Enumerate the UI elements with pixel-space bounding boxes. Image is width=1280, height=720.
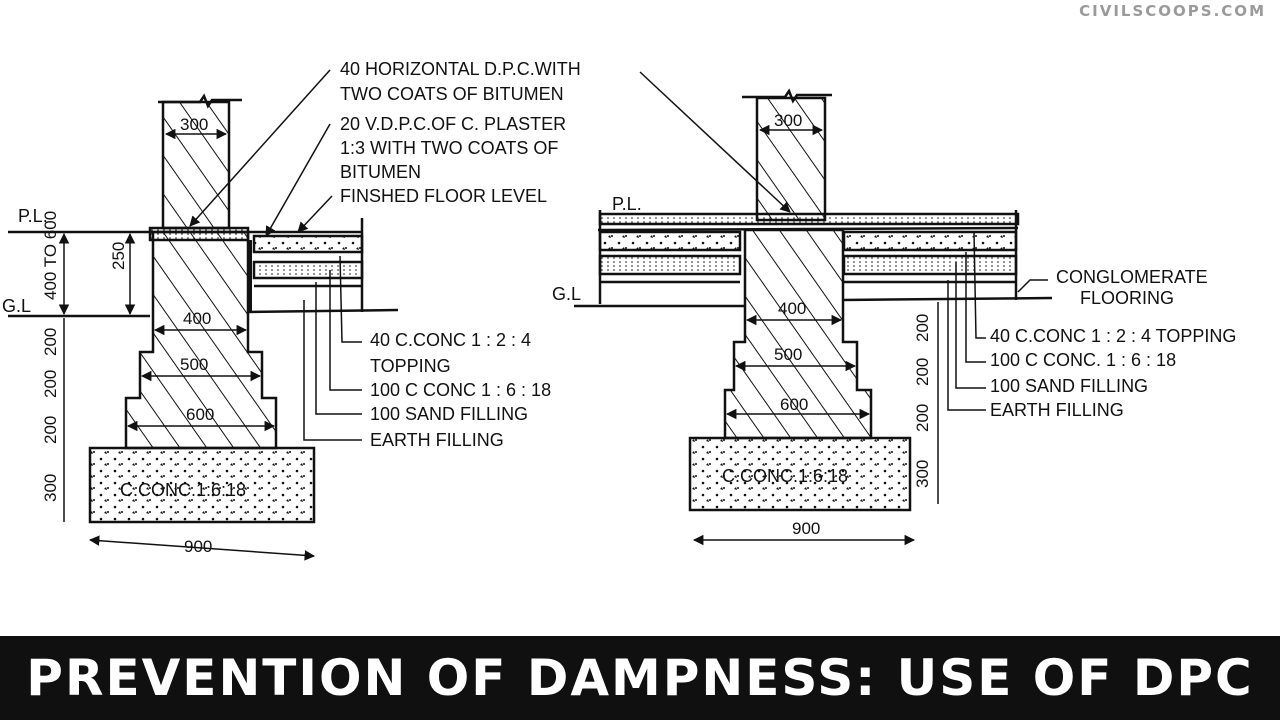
banner-title: PREVENTION OF DAMPNESS: USE OF DPC	[26, 649, 1254, 707]
right-base	[688, 436, 912, 512]
right-dim-900: 900	[792, 519, 820, 538]
left-base-label: C.CONC.1:6:18	[120, 480, 246, 500]
right-dim-200-c: 200	[913, 404, 932, 432]
left-label-conc: 100 C CONC 1 : 6 : 18	[370, 380, 551, 400]
left-conc-layer	[252, 260, 364, 280]
right-dim-wall: 300	[774, 111, 802, 130]
drawing-area: P.L. G.L 300 250 400 TO 600 400 500 600 …	[2, 2, 1266, 561]
left-hdpc	[148, 226, 250, 242]
left-dim-200-a: 200	[41, 328, 60, 356]
right-dim-500: 500	[774, 345, 802, 364]
left-label-vdpc-3: BITUMEN	[340, 162, 421, 182]
left-dim-400to600: 400 TO 600	[41, 211, 60, 300]
left-dim-200-b: 200	[41, 370, 60, 398]
left-label-vdpc-1: 20 V.D.P.C.OF C. PLASTER	[340, 114, 566, 134]
right-conc-left	[598, 230, 742, 252]
left-dim-400: 400	[183, 309, 211, 328]
left-label-topping-2: TOPPING	[370, 356, 451, 376]
right-sand-right	[842, 254, 1018, 276]
left-topping	[252, 234, 364, 254]
right-dim-200-a: 200	[913, 314, 932, 342]
right-label-sand: 100 SAND FILLING	[990, 376, 1148, 396]
left-label-hdpc-1: 40 HORIZONTAL D.P.C.WITH	[340, 59, 581, 79]
right-gl-label: G.L	[552, 284, 581, 304]
right-sand-left	[598, 254, 742, 276]
right-pl-label: P.L.	[612, 194, 642, 214]
right-texts: P.L. G.L 300 400 500 600 200 200 200 300…	[552, 111, 1236, 538]
left-label-sand: 100 SAND FILLING	[370, 404, 528, 424]
left-texts: P.L. G.L 300 250 400 TO 600 400 500 600 …	[2, 59, 581, 556]
left-dim-500: 500	[180, 355, 208, 374]
left-dim-200-c: 200	[41, 416, 60, 444]
right-label-earth: EARTH FILLING	[990, 400, 1124, 420]
left-label-earth: EARTH FILLING	[370, 430, 504, 450]
left-label-topping-1: 40 C.CONC 1 : 2 : 4	[370, 330, 531, 350]
right-dim-400: 400	[778, 299, 806, 318]
right-conc-right	[842, 230, 1018, 252]
right-dim-600: 600	[780, 395, 808, 414]
right-base-label: C.CONC.1:6:18	[722, 466, 848, 486]
right-wall	[755, 96, 827, 222]
left-pl-label: P.L.	[18, 206, 48, 226]
right-dim-300-base: 300	[913, 460, 932, 488]
right-section	[574, 71, 1053, 546]
right-dim-200-b: 200	[913, 358, 932, 386]
left-label-vdpc-2: 1:3 WITH TWO COATS OF	[340, 138, 558, 158]
left-label-ffl: FINSHED FLOOR LEVEL	[340, 186, 547, 206]
left-dim-300-base: 300	[41, 474, 60, 502]
left-section	[8, 69, 399, 561]
title-banner: PREVENTION OF DAMPNESS: USE OF DPC	[0, 636, 1280, 720]
right-topping	[598, 212, 1020, 226]
left-gl-label: G.L	[2, 296, 31, 316]
foundation-diagram: P.L. G.L 300 250 400 TO 600 400 500 600 …	[2, 59, 1236, 561]
left-dim-wall: 300	[180, 115, 208, 134]
right-label-topping: 40 C.CONC 1 : 2 : 4 TOPPING	[990, 326, 1236, 346]
right-label-cong-1: CONGLOMERATE	[1056, 267, 1208, 287]
left-dim-600: 600	[186, 405, 214, 424]
left-wall	[161, 100, 231, 230]
left-label-hdpc-2: TWO COATS OF BITUMEN	[340, 84, 564, 104]
right-label-cong-2: FLOORING	[1080, 288, 1174, 308]
left-base	[88, 446, 316, 524]
left-dim-900: 900	[184, 537, 212, 556]
right-label-conc: 100 C CONC. 1 : 6 : 18	[990, 350, 1176, 370]
left-dim-250: 250	[109, 242, 128, 270]
watermark: CIVILSCOOPS.COM	[1079, 2, 1266, 20]
